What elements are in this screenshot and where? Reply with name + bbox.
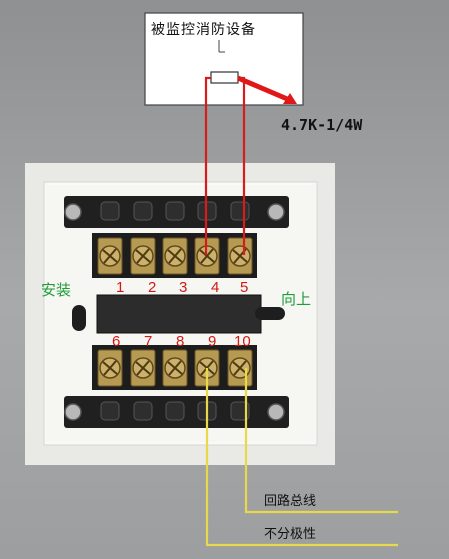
yellow-wire-terminal-10 [244,368,398,514]
screw-bottom-left [64,403,82,421]
cover-bump [100,401,120,421]
cover-bump [133,201,153,221]
bottom-terminal-1 [97,349,123,387]
screw-top-left [64,203,82,221]
install-label: 安装 [41,281,72,299]
red-wire-terminal-5 [238,76,246,255]
terminal-number-10: 10 [234,333,251,350]
cover-bump [230,201,250,221]
terminal-number-3: 3 [179,279,188,296]
yellow-wire-terminal-9 [205,368,398,547]
top-terminals [97,237,253,275]
cover-bump [133,401,153,421]
loop-bus-label: 回路总线 [264,494,317,509]
screw-top-right [267,203,285,221]
cover-bump [165,401,185,421]
bottom-terminal-5 [227,349,253,387]
display-window [96,294,262,334]
top-terminal-5 [227,237,253,275]
cover-bump [230,401,250,421]
top-terminal-1 [97,237,123,275]
cover-bump [165,201,185,221]
terminal-number-8: 8 [176,333,185,350]
bottom-terminal-3 [162,349,188,387]
terminal-number-6: 6 [112,333,121,350]
resistor-symbol [210,71,239,84]
red-wire-terminal-4 [204,76,211,255]
terminal-number-1: 1 [116,279,125,296]
terminal-number-9: 9 [208,333,217,350]
top-terminal-3 [162,237,188,275]
screw-bottom-right [267,403,285,421]
terminal-number-5: 5 [240,279,249,296]
bottom-cover-bumps [100,401,250,421]
resistor-pointer-arrow [237,75,293,104]
device-title: 被监控消防设备 [151,22,256,38]
bottom-terminal-2 [130,349,156,387]
terminal-number-4: 4 [211,279,220,296]
mount-slot-left [72,305,86,331]
terminal-number-7: 7 [144,333,153,350]
monitored-device-box [144,12,304,106]
terminal-number-2: 2 [148,279,157,296]
bottom-terminals [97,349,253,387]
top-terminal-2 [130,237,156,275]
up-direction-label: 向上 [281,290,312,308]
polarity-label: 不分极性 [264,527,317,542]
arrow-head [283,93,297,104]
cover-bump [100,201,120,221]
resistor-label: 4.7K-1/4W [281,116,363,134]
mount-slot-up [255,307,285,320]
top-cover-bumps [100,201,250,221]
